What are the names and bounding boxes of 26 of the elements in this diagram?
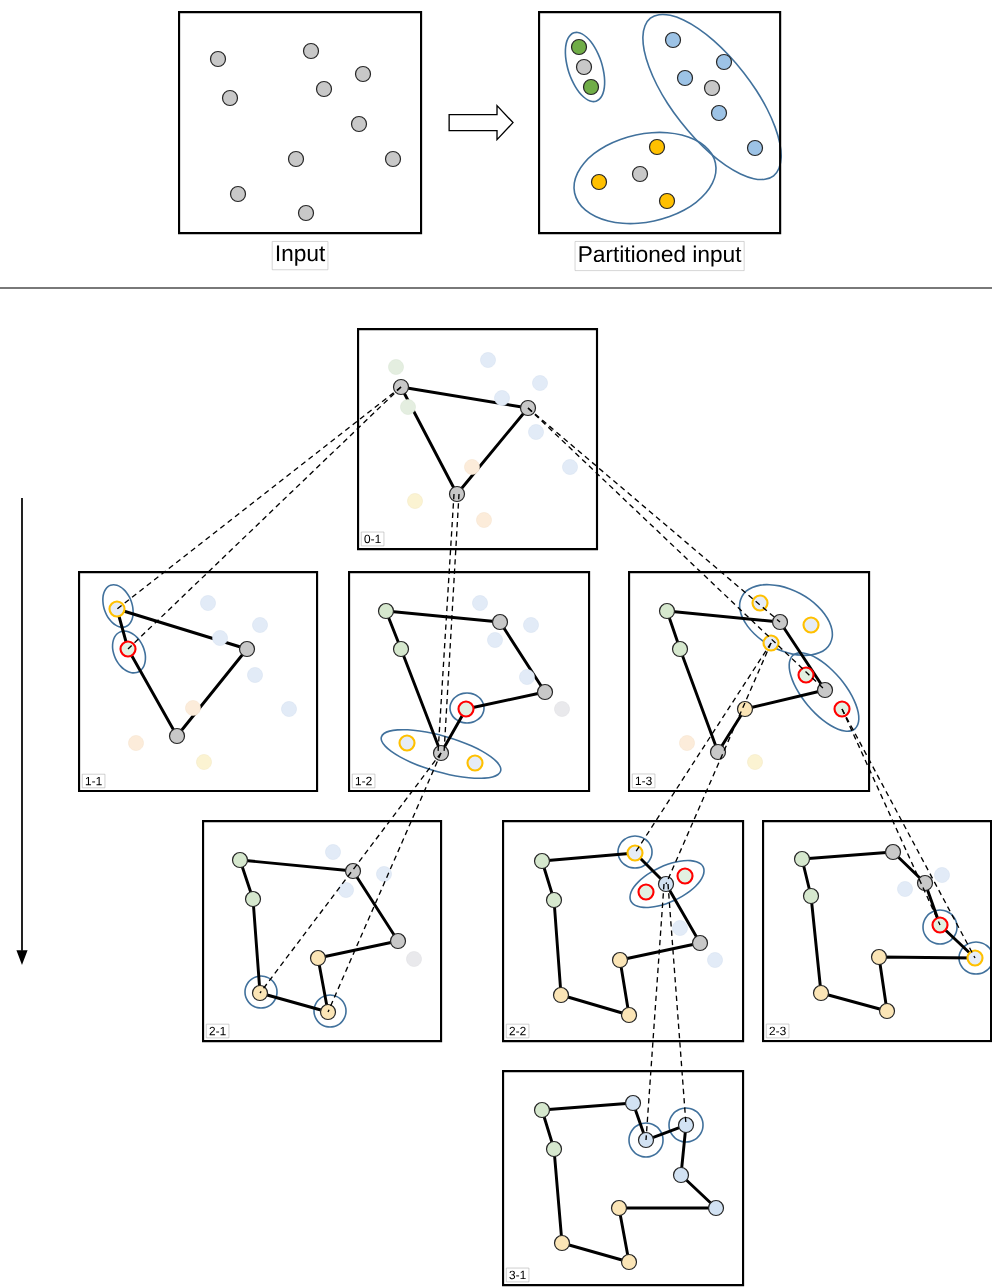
panel-box: 2-2: [502, 820, 745, 1043]
dashed-line: [116, 386, 402, 610]
panel-box: 3-1: [502, 1070, 745, 1287]
dashed-line: [665, 642, 772, 885]
dashed-line: [634, 642, 772, 854]
panel-box: Input: [178, 11, 423, 271]
dashed-line: [645, 883, 665, 1141]
dashed-line: [259, 752, 442, 994]
panel-box: 1-1: [78, 571, 319, 793]
dashed-line: [127, 386, 402, 650]
dashed-line: [437, 493, 455, 754]
panel-box: Partitioned input: [538, 11, 782, 271]
panel-box: 0-1: [357, 328, 599, 551]
dashed-line: [527, 407, 826, 691]
node-label: Partitioned input: [579, 245, 742, 267]
panel-box: 2-3: [762, 820, 992, 1043]
block-arrow: [448, 103, 514, 142]
node-label: Input: [276, 245, 326, 266]
dashed-line: [327, 752, 442, 1013]
dashed-line: [841, 708, 976, 959]
panel-box: 1-3: [628, 571, 871, 793]
dashed-line: [443, 493, 460, 754]
dashed-line: [527, 407, 781, 623]
dashed-line: [841, 708, 941, 926]
panel-box: 1-2: [348, 571, 591, 793]
panel-box: 2-1: [202, 820, 443, 1043]
